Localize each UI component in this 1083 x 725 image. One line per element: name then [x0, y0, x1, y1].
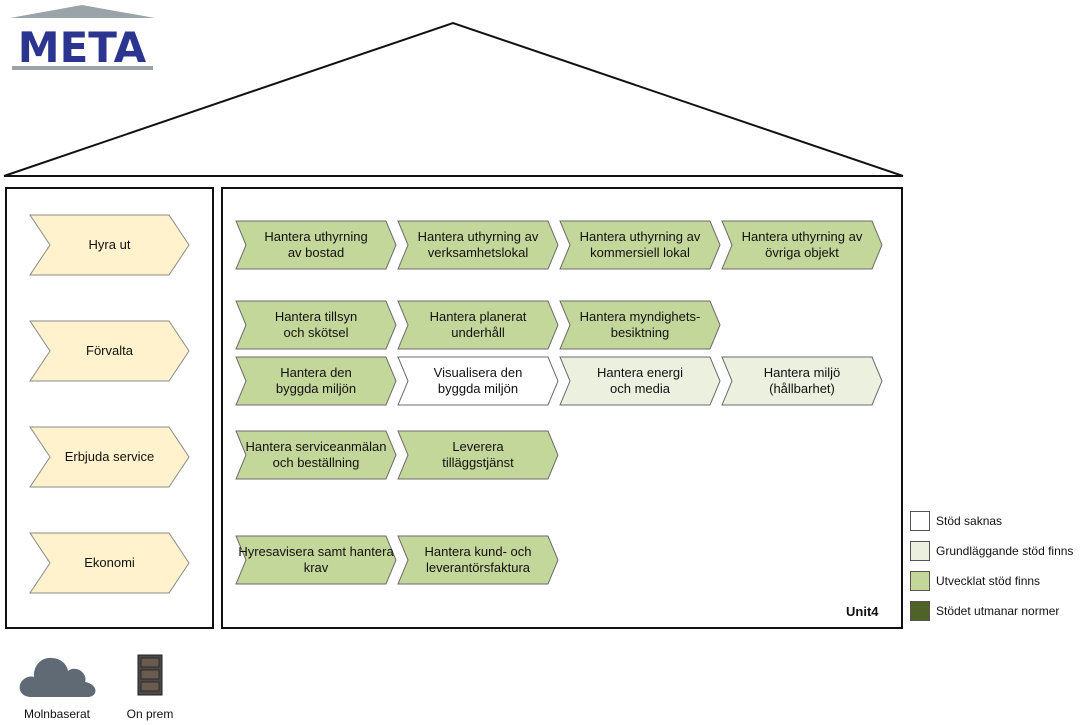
- capability-7-label: Hantera myndighets- besiktning: [579, 309, 701, 340]
- capability-9-label: Visualisera den byggda miljön: [433, 365, 523, 396]
- cloud-caption: Molnbaserat: [23, 707, 91, 721]
- legend-swatch: [910, 601, 930, 621]
- capability-10-shape: [559, 356, 721, 406]
- process-area-4-shape: [29, 532, 190, 594]
- cloud-icon: [19, 657, 96, 697]
- capability-7: Hantera myndighets- besiktning: [559, 300, 721, 350]
- capability-2-shape: [397, 220, 559, 270]
- capability-11-label: Hantera miljö (hållbarhet): [763, 365, 841, 396]
- legend-swatch: [910, 541, 930, 561]
- capability-2-label: Hantera uthyrning av verksamhetslokal: [417, 229, 539, 260]
- capability-4-label: Hantera uthyrning av övriga objekt: [741, 229, 863, 260]
- capability-5: Hantera tillsyn och skötsel: [235, 300, 397, 350]
- capability-8: Hantera den byggda miljön: [235, 356, 397, 406]
- capability-14-shape: [235, 535, 397, 585]
- legend-item-developed: Utvecklat stöd finns: [910, 571, 1080, 593]
- capability-15: Hantera kund- och leverantörsfaktura: [397, 535, 559, 585]
- capability-1-shape: [235, 220, 397, 270]
- process-area-3-label: Erbjuda service: [64, 449, 155, 464]
- legend-label: Stöd saknas: [936, 514, 1003, 528]
- capability-11: Hantera miljö (hållbarhet): [721, 356, 883, 406]
- process-area-2: Förvalta: [29, 320, 190, 382]
- capability-11-shape: [721, 356, 883, 406]
- process-area-3: Erbjuda service: [29, 426, 190, 488]
- capability-4: Hantera uthyrning av övriga objekt: [721, 220, 883, 270]
- logo-text: META: [18, 23, 147, 72]
- capability-8-label: Hantera den byggda miljön: [275, 365, 357, 396]
- capability-14-label: Hyresavisera samt hantera krav: [238, 544, 394, 575]
- legend-label: Stödet utmanar normer: [936, 604, 1060, 618]
- process-area-1-shape: [29, 214, 190, 276]
- legend-label: Utvecklat stöd finns: [936, 574, 1041, 588]
- capability-15-label: Hantera kund- och leverantörsfaktura: [424, 544, 532, 575]
- capability-3-shape: [559, 220, 721, 270]
- capability-12-label: Hantera serviceanmälan och beställning: [245, 439, 387, 470]
- house-roof: [3, 21, 904, 177]
- capability-5-shape: [235, 300, 397, 350]
- capability-9-shape: [397, 356, 559, 406]
- capability-7-shape: [559, 300, 721, 350]
- capability-10-label: Hantera energi och media: [597, 365, 683, 396]
- capability-3-label: Hantera uthyrning av kommersiell lokal: [579, 229, 701, 260]
- process-area-1-label: Hyra ut: [88, 237, 131, 252]
- capability-6-label: Hantera planerat underhåll: [429, 309, 527, 340]
- process-area-2-label: Förvalta: [86, 343, 133, 358]
- capability-2: Hantera uthyrning av verksamhetslokal: [397, 220, 559, 270]
- system-label: Unit4: [846, 604, 879, 619]
- capability-1-label: Hantera uthyrning av bostad: [264, 229, 368, 260]
- legend-swatch: [910, 571, 930, 591]
- capability-12-shape: [235, 430, 397, 480]
- server-icon: [137, 654, 163, 696]
- capability-4-shape: [721, 220, 883, 270]
- process-area-4: Ekonomi: [29, 532, 190, 594]
- process-area-4-label: Ekonomi: [84, 555, 135, 570]
- legend-label: Grundläggande stöd finns: [936, 544, 1074, 558]
- legend-item-basic: Grundläggande stöd finns: [910, 541, 1080, 563]
- process-area-3-shape: [29, 426, 190, 488]
- legend-swatch: [910, 511, 930, 531]
- capability-13-label: Leverera tilläggstjänst: [442, 439, 514, 470]
- legend-item-none: Stöd saknas: [910, 511, 1080, 533]
- capability-1: Hantera uthyrning av bostad: [235, 220, 397, 270]
- capability-8-shape: [235, 356, 397, 406]
- capability-14: Hyresavisera samt hantera krav: [235, 535, 397, 585]
- server-caption: On prem: [126, 707, 174, 721]
- capability-13: Leverera tilläggstjänst: [397, 430, 559, 480]
- capability-13-shape: [397, 430, 559, 480]
- process-area-2-shape: [29, 320, 190, 382]
- capability-5-label: Hantera tillsyn och skötsel: [274, 309, 358, 340]
- capability-6: Hantera planerat underhåll: [397, 300, 559, 350]
- capability-15-shape: [397, 535, 559, 585]
- capability-12: Hantera serviceanmälan och beställning: [235, 430, 397, 480]
- legend-item-challenging: Stödet utmanar normer: [910, 601, 1080, 623]
- capability-10: Hantera energi och media: [559, 356, 721, 406]
- capability-3: Hantera uthyrning av kommersiell lokal: [559, 220, 721, 270]
- capability-6-shape: [397, 300, 559, 350]
- meta-logo: META: [10, 5, 155, 72]
- capability-9: Visualisera den byggda miljön: [397, 356, 559, 406]
- process-area-1: Hyra ut: [29, 214, 190, 276]
